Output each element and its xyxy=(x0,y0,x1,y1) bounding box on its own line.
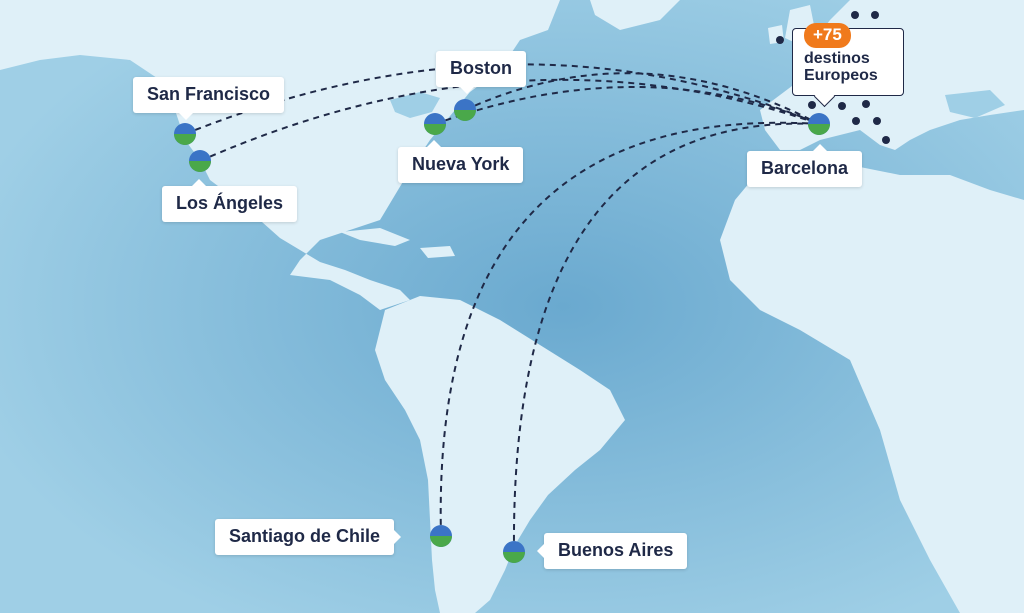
caribbean xyxy=(340,228,410,246)
africa xyxy=(720,162,1024,613)
marker-santiago xyxy=(430,525,452,547)
city-label-san-francisco: San Francisco xyxy=(133,77,285,120)
city-label-los-angeles: Los Ángeles xyxy=(162,179,298,222)
europe-dot xyxy=(871,11,879,19)
europe-dot xyxy=(882,136,890,144)
europe-text-line1: destinos xyxy=(804,50,870,67)
black-sea xyxy=(945,90,1005,118)
marker-barcelona xyxy=(808,113,830,135)
europe-destinations-text: destinos Europeos xyxy=(804,50,878,85)
north-america xyxy=(0,0,560,310)
europe-text-line2: Europeos xyxy=(804,66,878,84)
europe-destination-dots xyxy=(776,11,890,144)
marker-nueva-york xyxy=(424,113,446,135)
europe-dot xyxy=(851,11,859,19)
europe-count-badge: +75 xyxy=(804,23,851,48)
route-ny-barcelona xyxy=(434,86,820,125)
hispaniola xyxy=(420,246,455,258)
marker-san-francisco xyxy=(174,123,196,145)
marker-los-angeles xyxy=(189,150,211,172)
europe-dot xyxy=(852,117,860,125)
europe-dot xyxy=(838,102,846,110)
europe-dot xyxy=(776,36,784,44)
great-lakes xyxy=(390,92,440,118)
europe-dot xyxy=(808,101,816,109)
route-santiago-barcelona xyxy=(439,121,820,537)
route-buenosaires-barcelona xyxy=(512,122,820,553)
marker-buenos-aires xyxy=(503,541,525,563)
city-label-santiago: Santiago de Chile xyxy=(215,519,402,555)
city-label-buenos-aires: Buenos Aires xyxy=(536,533,688,569)
route-boston-barcelona xyxy=(464,72,820,125)
europe-dot xyxy=(873,117,881,125)
europe-dot xyxy=(862,100,870,108)
city-label-barcelona: Barcelona xyxy=(747,144,863,187)
city-label-nueva-york: Nueva York xyxy=(398,140,524,183)
city-label-boston: Boston xyxy=(436,51,526,94)
marker-boston xyxy=(454,99,476,121)
greenland xyxy=(590,0,680,30)
